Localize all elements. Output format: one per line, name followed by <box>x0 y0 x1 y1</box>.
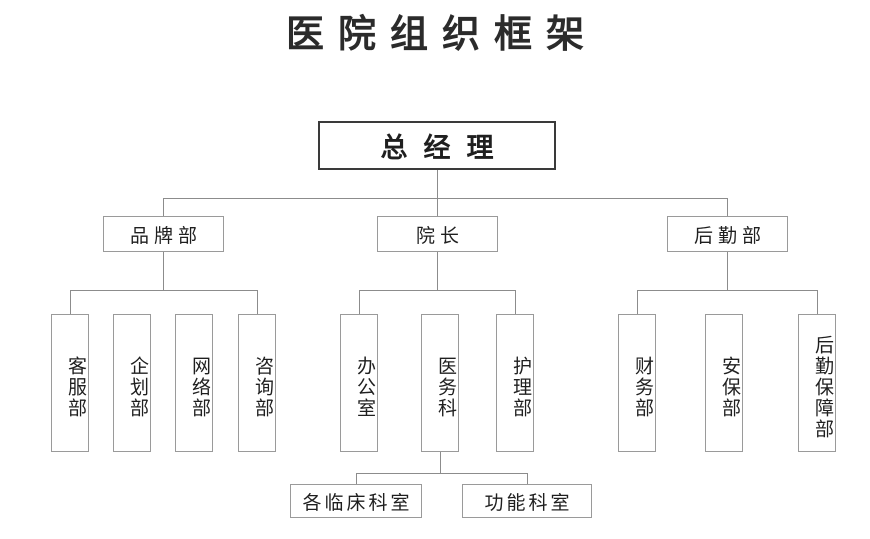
node-brand-department[interactable]: 品牌部 <box>103 216 224 252</box>
node-logistics-department[interactable]: 后勤部 <box>667 216 788 252</box>
connector-bottom-drop-left <box>356 473 357 484</box>
connector-level2-drop-brand <box>163 198 164 216</box>
connector-logistics-bus <box>637 290 817 291</box>
connector-level2-drop-logistics <box>727 198 728 216</box>
connector-logistics-drop-1 <box>637 290 638 314</box>
connector-medical-stem <box>440 452 441 473</box>
page-title: 医院组织框架 <box>285 14 598 56</box>
connector-bottom-bus <box>356 473 527 474</box>
node-clinical-departments[interactable]: 各临床科室 <box>290 484 422 518</box>
node-network-department[interactable]: 网络部 <box>175 314 213 452</box>
node-consulting-department[interactable]: 咨询部 <box>238 314 276 452</box>
node-nursing-department[interactable]: 护理部 <box>496 314 534 452</box>
node-functional-departments[interactable]: 功能科室 <box>462 484 592 518</box>
connector-dean-bus <box>359 290 515 291</box>
connector-brand-bus <box>70 290 257 291</box>
connector-logistics-stem <box>727 252 728 290</box>
connector-dean-stem <box>437 252 438 290</box>
connector-level2-bus <box>163 198 728 199</box>
node-finance-department[interactable]: 财务部 <box>618 314 656 452</box>
connector-brand-stem <box>163 252 164 290</box>
node-general-manager[interactable]: 总经理 <box>318 121 556 170</box>
node-medical-affairs-section[interactable]: 医务科 <box>421 314 459 452</box>
connector-logistics-drop-3 <box>817 290 818 314</box>
node-dean[interactable]: 院长 <box>377 216 498 252</box>
connector-dean-drop-3 <box>515 290 516 314</box>
node-planning-department[interactable]: 企划部 <box>113 314 151 452</box>
connector-level2-drop-dean <box>437 198 438 216</box>
connector-brand-drop-1 <box>70 290 71 314</box>
node-logistics-support-department[interactable]: 后勤保障部 <box>798 314 836 452</box>
connector-root-stem <box>437 170 438 198</box>
node-customer-service-department[interactable]: 客服部 <box>51 314 89 452</box>
node-office[interactable]: 办公室 <box>340 314 378 452</box>
connector-bottom-drop-right <box>527 473 528 484</box>
connector-brand-drop-4 <box>257 290 258 314</box>
connector-dean-drop-1 <box>359 290 360 314</box>
node-security-department[interactable]: 安保部 <box>705 314 743 452</box>
